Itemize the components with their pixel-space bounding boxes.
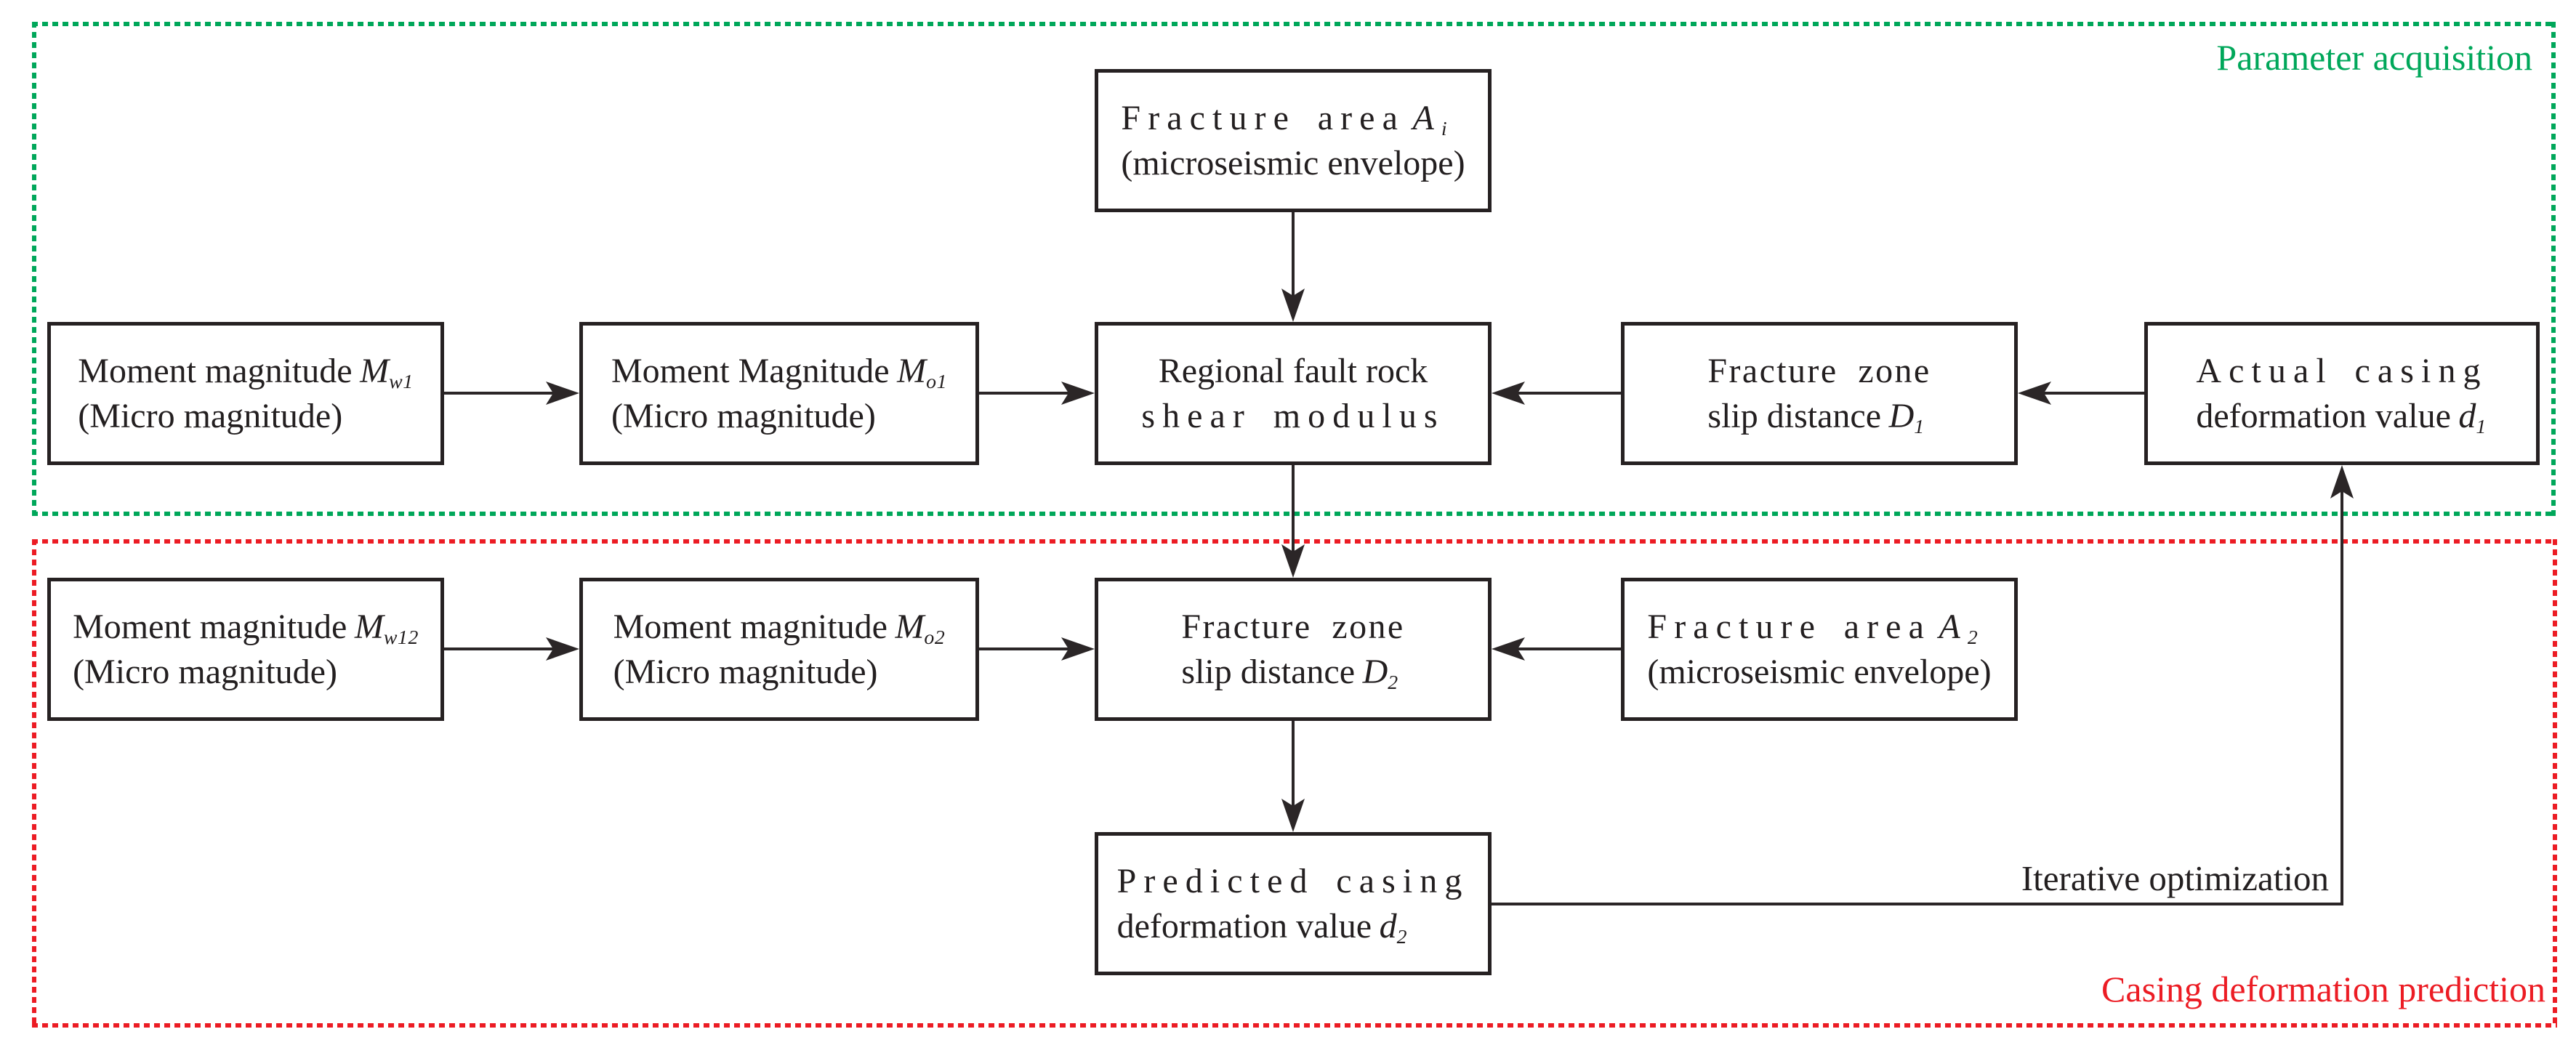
- box-line: Fracture zone: [1181, 607, 1405, 646]
- arrowhead: [1061, 382, 1095, 405]
- panel-border: [32, 539, 36, 1028]
- arrowhead: [546, 382, 579, 405]
- casing-deformation-prediction-label: Casing deformation prediction: [2101, 969, 2545, 1009]
- box-line: (Micro magnitude): [73, 652, 337, 691]
- arrowhead: [1492, 637, 1525, 661]
- box-line: (Micro magnitude): [78, 396, 343, 435]
- parameter-acquisition-label: Parameter acquisition: [2216, 37, 2532, 78]
- arrowhead: [1281, 544, 1305, 578]
- arrowhead: [546, 637, 579, 661]
- box-line: shear modulus: [1141, 396, 1445, 435]
- arrow-feedback-loop: [1492, 490, 2343, 905]
- arrowhead: [1061, 637, 1095, 661]
- arrowhead: [1492, 382, 1525, 405]
- arrowhead: [1281, 799, 1305, 832]
- box-line: Actual casing: [2196, 351, 2488, 390]
- box-regional-shear-modulus: Regional fault rock shear modulus: [1095, 322, 1492, 465]
- arrowhead: [1281, 289, 1305, 322]
- iterative-optimization-label: Iterative optimization: [2021, 858, 2329, 898]
- arrowhead: [2018, 382, 2051, 405]
- box-line: Fracture zone: [1707, 351, 1931, 390]
- panel-border: [32, 22, 2556, 26]
- arrowhead: [2330, 465, 2354, 499]
- panel-border: [2551, 22, 2556, 516]
- box-line: Predicted casing: [1116, 861, 1470, 900]
- box-line: (Micro magnitude): [611, 396, 876, 435]
- panel-border: [2553, 539, 2557, 1028]
- panel-border: [32, 1023, 2557, 1028]
- panel-border: [32, 22, 36, 516]
- box-line: (Micro magnitude): [613, 652, 878, 691]
- box-line: (microseismic envelope): [1647, 652, 1992, 691]
- box-line: (microseismic envelope): [1121, 143, 1465, 182]
- box-line: Regional fault rock: [1158, 351, 1428, 390]
